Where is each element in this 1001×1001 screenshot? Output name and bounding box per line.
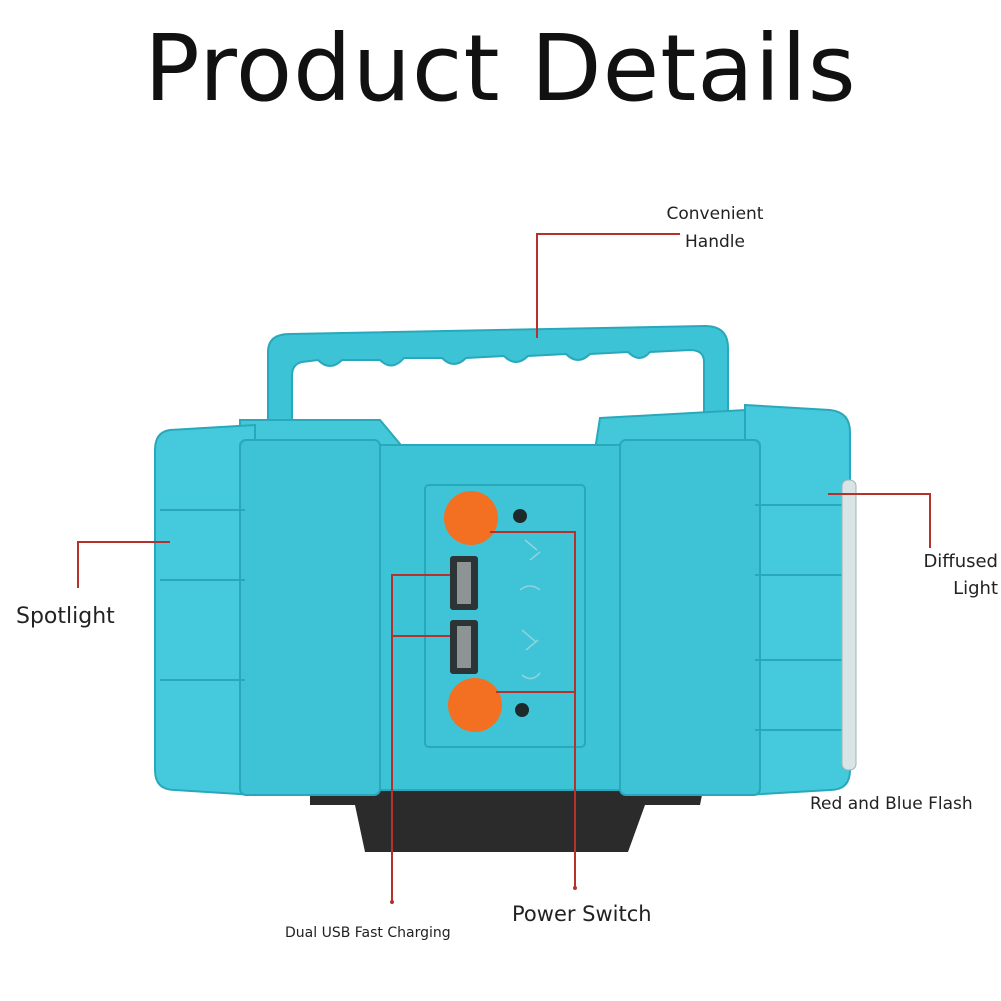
- indicator-dot-bottom: [515, 703, 529, 717]
- callout-usb: Dual USB Fast Charging: [285, 925, 451, 941]
- indicator-dot-top: [513, 509, 527, 523]
- callout-diffused-line1: Diffused: [923, 551, 998, 572]
- callout-diffused: Diffused Light: [898, 548, 998, 602]
- leader-handle: [536, 233, 680, 338]
- leader-usb-1: [391, 574, 450, 902]
- base-stand: [310, 780, 705, 852]
- leader-diffused: [828, 493, 931, 548]
- diffused-lens: [841, 479, 857, 771]
- callout-handle-line2: Handle: [685, 232, 745, 252]
- leader-spotlight: [77, 541, 170, 588]
- left-panel: [239, 439, 381, 796]
- leader-lines: [77, 233, 931, 902]
- callout-handle: Convenient Handle: [640, 200, 790, 256]
- callout-power: Power Switch: [512, 902, 652, 926]
- carry-handle: [267, 324, 729, 433]
- callout-spotlight: Spotlight: [16, 604, 115, 629]
- callout-diffused-line2: Light: [953, 578, 998, 599]
- right-panel: [619, 439, 761, 796]
- callout-handle-line1: Convenient: [666, 204, 764, 224]
- panel-markings: [519, 539, 541, 680]
- power-button-top: [444, 491, 498, 545]
- callout-flash: Red and Blue Flash: [810, 794, 973, 814]
- power-button-bottom: [448, 678, 502, 732]
- page-title: Product Details: [144, 15, 857, 122]
- left-end-cap: [154, 423, 256, 797]
- leader-power-1: [490, 531, 576, 888]
